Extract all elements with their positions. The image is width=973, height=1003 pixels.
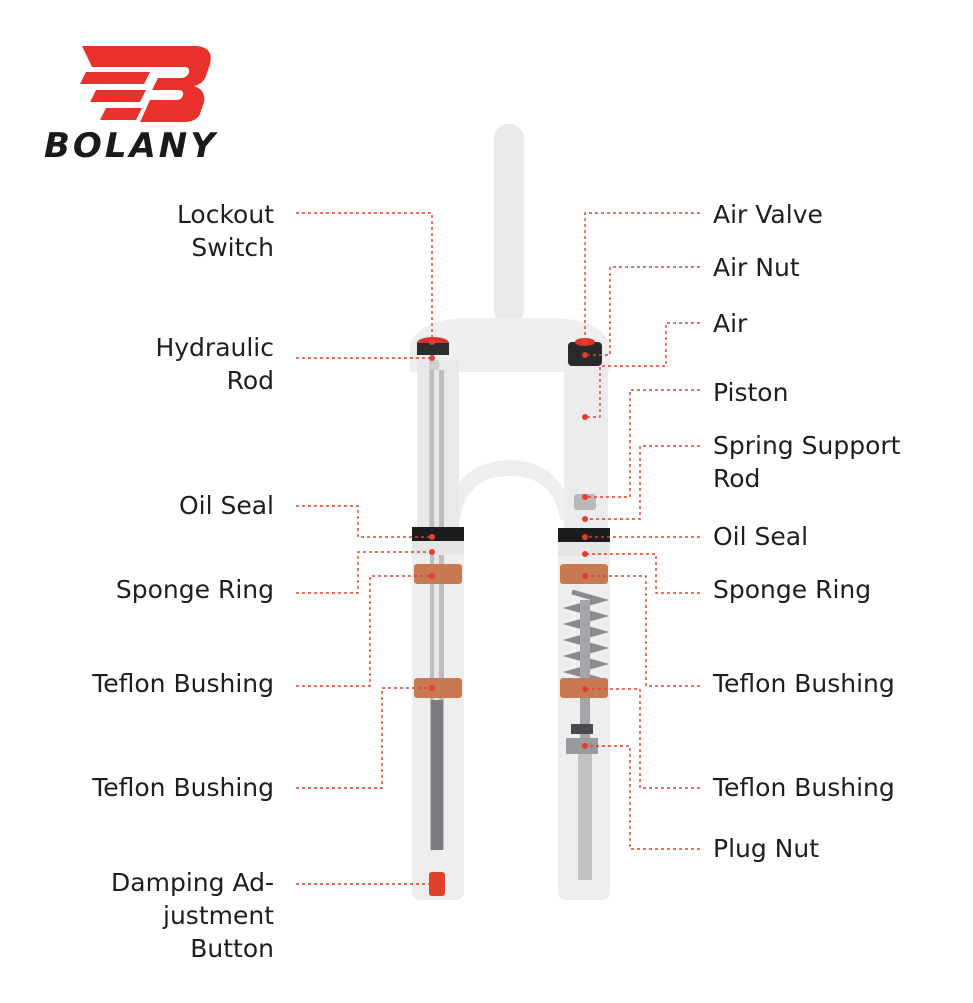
leader-dots [429, 339, 588, 887]
label-air: Air [713, 309, 748, 338]
label-air-valve: Air Valve [713, 200, 823, 229]
leader-lines [296, 212, 700, 885]
label-piston: Piston [713, 378, 789, 407]
label-teflon-bushing-right-1: Teflon Bushing [713, 669, 895, 698]
bolany-logo-icon [80, 46, 211, 122]
label-teflon-bushing-left-2: Teflon Bushing [92, 773, 274, 802]
label-air-nut: Air Nut [713, 253, 800, 282]
label-teflon-bushing-right-2: Teflon Bushing [713, 773, 895, 802]
fork-body [410, 124, 610, 900]
label-teflon-bushing-left-1: Teflon Bushing [92, 669, 274, 698]
brand-name: BOLANY [44, 126, 218, 166]
label-sponge-ring-left: Sponge Ring [115, 575, 274, 604]
label-plug-nut: Plug Nut [713, 834, 820, 863]
label-sponge-ring-right: Sponge Ring [713, 575, 872, 604]
label-oil-seal-right: Oil Seal [713, 522, 809, 551]
label-oil-seal-left: Oil Seal [178, 491, 274, 520]
